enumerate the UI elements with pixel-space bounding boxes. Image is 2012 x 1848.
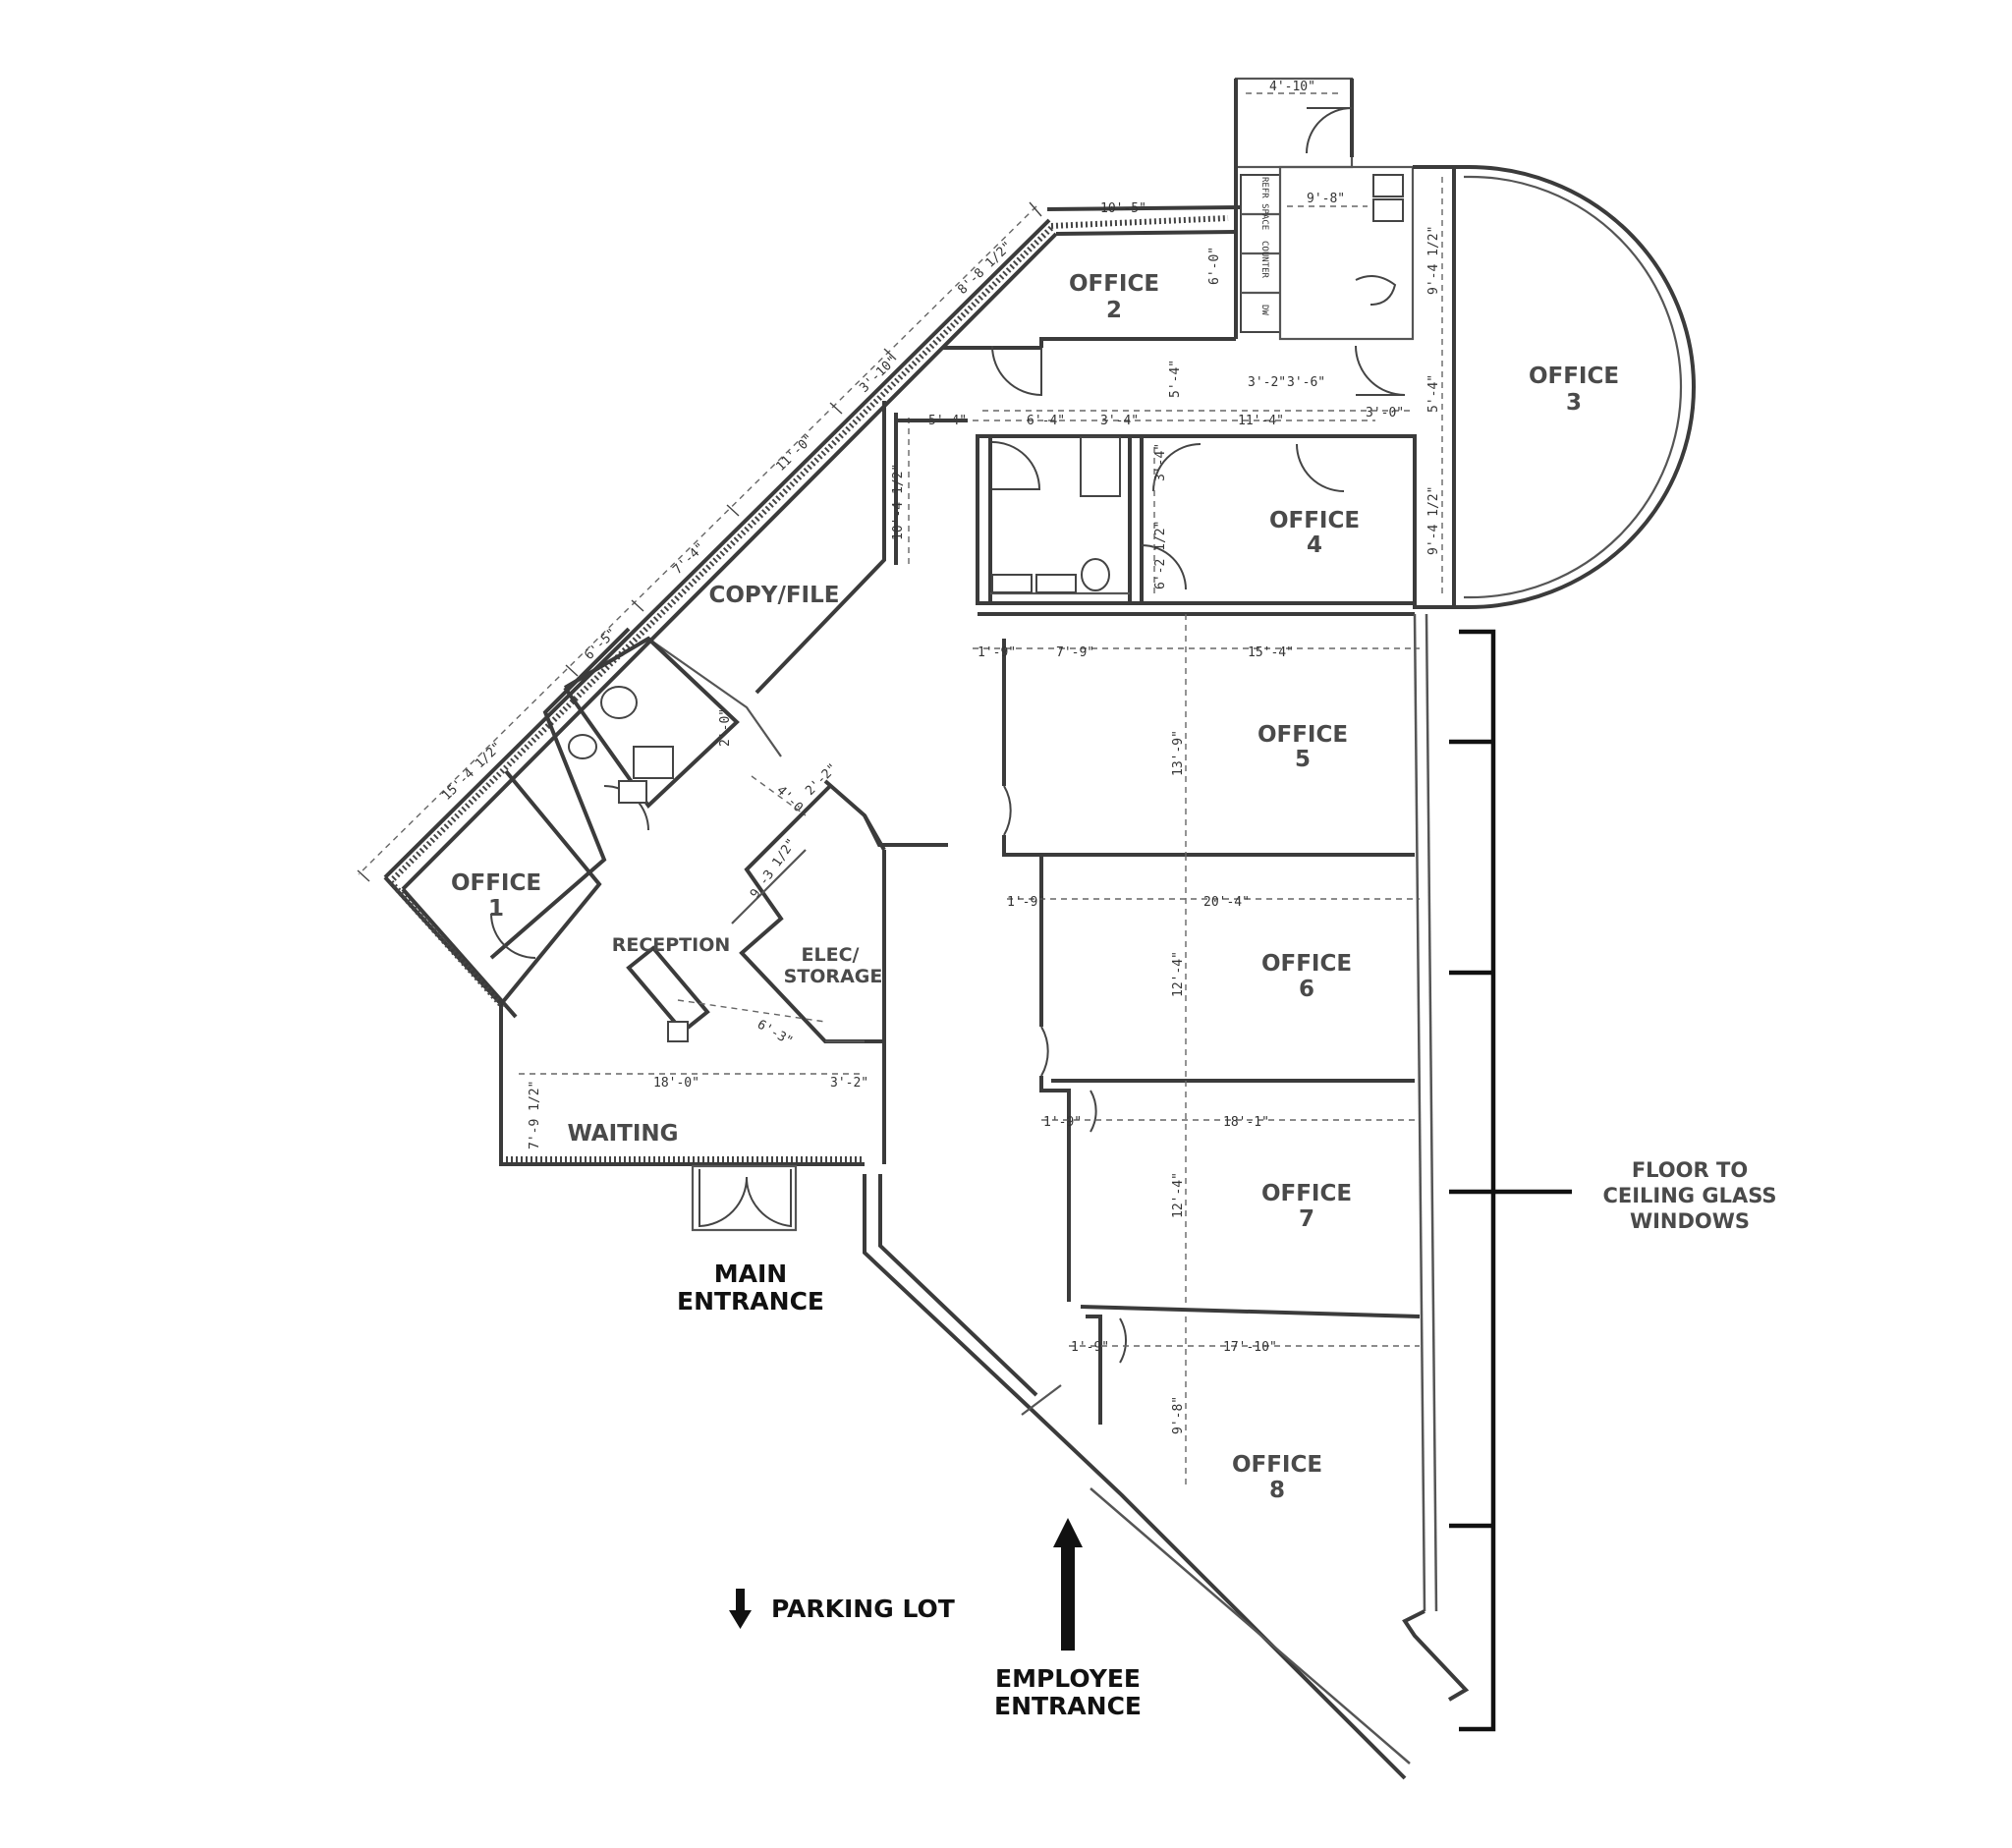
glass-windows-bracket <box>1449 629 1572 1732</box>
west-block: 2'-0" 4'-0" 2'-2" <box>383 627 865 1166</box>
office-2-number: 2 <box>1106 298 1122 323</box>
office-8-number: 8 <box>1269 1478 1285 1503</box>
dim-row-d: 11'-4" <box>1238 414 1284 428</box>
copy-file-room: 10'-4 1/2" <box>647 401 968 757</box>
dim-row-c: 3'-4" <box>1100 414 1139 428</box>
office-5-label: OFFICE <box>1258 722 1348 748</box>
dim-office6-w2: 20'-4" <box>1203 895 1250 910</box>
employee-entrance-arrow <box>1053 1518 1083 1651</box>
parking-lot-arrow <box>729 1589 752 1629</box>
dim-office8-w2: 17'-10" <box>1223 1340 1277 1355</box>
kitchen-area: 4'-10" REFR SPACE COUNTER DW 9'-8" 6'-0" <box>1207 77 1415 341</box>
employee-entrance-label-2: ENTRANCE <box>994 1692 1142 1720</box>
dim-rest-1: 2'-0" <box>718 708 733 747</box>
dim-kitchen-width: 9'-8" <box>1307 192 1345 206</box>
glass-windows-label-3: WINDOWS <box>1630 1209 1750 1233</box>
office-1-number: 1 <box>488 896 504 922</box>
dim-corridor-3: 3'-0" <box>1366 406 1404 420</box>
dim-office5-w2: 7'-9" <box>1056 645 1094 660</box>
office-4-block: 3'-4" 6'-2 1/2" <box>976 434 1417 605</box>
east-offices-dims: 1'-9" 7'-9" 15'-4" 13'-9" 1'-9" 20'-4" 1… <box>973 614 1420 1488</box>
dim-office2-width: 10'-5" <box>1100 201 1146 216</box>
dim-bath-h1: 3'-4" <box>1153 443 1168 481</box>
office-4-number: 4 <box>1307 532 1322 558</box>
dim-waiting-right: 3'-2" <box>830 1076 868 1091</box>
dim-office7-h: 12'-4" <box>1171 1172 1186 1218</box>
dim-office3-top: 9'-4 1/2" <box>1426 226 1441 295</box>
dim-waiting-height: 7'-9 1/2" <box>528 1081 542 1149</box>
waiting-label: WAITING <box>567 1121 678 1147</box>
reception-label: RECEPTION <box>612 934 731 956</box>
dim-office6-h: 12'-4" <box>1171 951 1186 997</box>
office-3-label: OFFICE <box>1529 364 1619 389</box>
copy-file-label: COPY/FILE <box>709 583 840 608</box>
dim-office7-w2: 18'-1" <box>1223 1115 1269 1130</box>
office-8-label: OFFICE <box>1232 1452 1322 1478</box>
glass-windows-label-1: FLOOR TO <box>1632 1158 1748 1182</box>
dim-office3-mid: 5'-4" <box>1426 374 1441 413</box>
dim-office5-w3: 15'-4" <box>1248 645 1294 660</box>
dim-corridor-1: 3'-2" <box>1248 375 1286 390</box>
office-6-number: 6 <box>1299 977 1314 1002</box>
dim-hall-height: 5'-4" <box>1168 360 1183 398</box>
fixture-refr-label: REFR SPACE <box>1259 177 1269 230</box>
office-5-number: 5 <box>1295 747 1311 772</box>
dim-office3-bot: 9'-4 1/2" <box>1426 486 1441 555</box>
diagonal-dimension-chain: 8'-8 1/2" 3'-10" 11'-0" 7'-4" 6'-5" 15'-… <box>357 201 1042 882</box>
office-3-room: 9'-4 1/2" 5'-4" 9'-4 1/2" <box>1413 165 1696 609</box>
dim-office7-w1: 1'-9" <box>1043 1115 1082 1130</box>
parking-lot-label: PARKING LOT <box>771 1595 955 1623</box>
main-entrance-label-1: MAIN <box>714 1260 787 1288</box>
employee-entrance-label-1: EMPLOYEE <box>995 1664 1141 1693</box>
office-1-label: OFFICE <box>451 870 541 896</box>
dim-corridor-2: 3'-6" <box>1287 375 1325 390</box>
office-6-label: OFFICE <box>1261 951 1352 977</box>
dim-copy-height: 10'-4 1/2" <box>891 464 906 540</box>
dim-office5-w1: 1'-9" <box>978 645 1016 660</box>
dim-reception-diag: 9'-3 1/2" <box>748 836 800 901</box>
corridor-dims: 3'-2" 3'-6" 3'-0" 5'-4" 5'-4" 6'-4" 3'-4… <box>919 345 1415 428</box>
dim-diag-4: 7'-4" <box>670 540 708 578</box>
dim-office8-w1: 1'-9" <box>1071 1340 1109 1355</box>
glass-windows-label-2: CEILING GLASS <box>1602 1184 1776 1207</box>
office-2-label: OFFICE <box>1069 271 1159 297</box>
east-offices-block <box>863 612 1470 1780</box>
dim-row-b: 6'-4" <box>1027 414 1065 428</box>
dim-top-closet: 4'-10" <box>1269 80 1315 94</box>
office-7-number: 7 <box>1299 1206 1314 1232</box>
office-7-label: OFFICE <box>1261 1181 1352 1206</box>
dim-kitchen-height: 6'-0" <box>1207 247 1222 285</box>
office-4-label: OFFICE <box>1269 508 1360 533</box>
dim-office6-w1: 1'-9" <box>1007 895 1045 910</box>
fixture-counter-label: COUNTER <box>1259 241 1269 279</box>
dim-office5-h: 13'-9" <box>1171 730 1186 776</box>
main-entrance-label-2: ENTRANCE <box>677 1287 824 1316</box>
dim-desk: 6'-3" <box>754 1017 795 1049</box>
dim-waiting-width: 18'-0" <box>653 1076 699 1091</box>
waiting-area: 18'-0" 3'-2" 7'-9 1/2" <box>519 1073 868 1232</box>
elec-storage-label-1: ELEC/ <box>802 944 860 966</box>
elec-storage-label-2: STORAGE <box>784 966 883 987</box>
dim-bath-h2: 6'-2 1/2" <box>1153 521 1168 589</box>
dim-office8-h: 9'-8" <box>1171 1396 1186 1434</box>
office-2-room: 10'-5" <box>943 201 1237 397</box>
fixture-dw-label: DW <box>1259 305 1269 315</box>
office-3-number: 3 <box>1566 390 1582 416</box>
